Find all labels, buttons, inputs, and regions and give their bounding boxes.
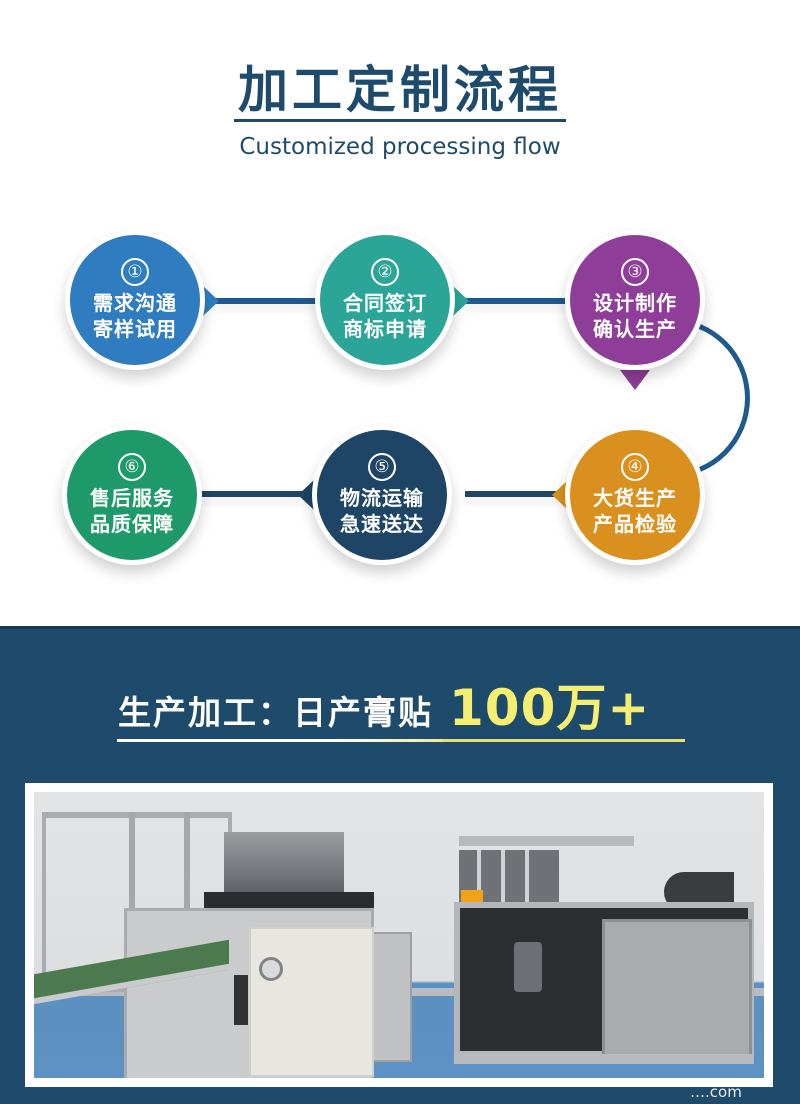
step-line-1: 售后服务 (90, 486, 174, 510)
step-line-2: 急速送达 (340, 512, 424, 536)
step-line-2: 产品检验 (593, 512, 677, 536)
flow-step-2: ② 合同签订 商标申请 (315, 230, 455, 370)
page-subtitle: Customized processing flow (239, 134, 561, 160)
flow-step-5: ⑤ 物流运输 急速送达 (312, 425, 452, 565)
step-1-pointer (203, 286, 219, 316)
flow-step-4: ④ 大货生产 产品检验 (565, 425, 705, 565)
connector-5-6 (200, 491, 310, 497)
machine-1-post (129, 812, 135, 1002)
step-5-pointer (298, 480, 314, 510)
step-number: ⑤ (368, 453, 396, 481)
machine-1-control-panel (234, 975, 248, 1025)
machine-2-yellow-part (461, 890, 483, 902)
step-number: ④ (621, 453, 649, 481)
step-line-2: 寄样试用 (93, 317, 177, 341)
watermark: ….com (690, 1083, 742, 1101)
flow-step-3: ③ 设计制作 确认生产 (565, 230, 705, 370)
step-number: ① (121, 258, 149, 286)
machine-1-cabinet (249, 927, 374, 1077)
production-highlight: 100万+ (449, 679, 651, 737)
machine-photo-frame (25, 783, 773, 1087)
step-4-pointer (552, 480, 568, 510)
machine-2-motor (514, 942, 542, 992)
step-number: ② (371, 258, 399, 286)
step-line-1: 合同签订 (343, 291, 427, 315)
production-label: 生产加工：日产膏贴 (118, 693, 433, 732)
gauge-icon (259, 957, 283, 981)
step-3-pointer (620, 370, 650, 390)
machine-2-door (602, 919, 752, 1059)
headline-underline-highlight (442, 739, 685, 742)
machine-1-side (372, 932, 412, 1062)
machine-1-tower (224, 832, 344, 892)
page-title: 加工定制流程 (238, 61, 562, 119)
headline-underline-gradient (327, 739, 442, 742)
step-line-2: 商标申请 (343, 317, 427, 341)
production-headline: 生产加工：日产膏贴 100万+ (118, 678, 650, 738)
process-flow-section: 加工定制流程 Customized processing flow ① 需求沟通… (62, 61, 750, 565)
step-line-2: 品质保障 (90, 512, 174, 536)
connector-4-5 (465, 491, 575, 497)
step-line-2: 确认生产 (593, 317, 677, 341)
step-line-1: 大货生产 (593, 486, 677, 510)
connector-1-2 (215, 298, 325, 304)
machine-1-post (184, 812, 190, 1002)
step-number: ⑥ (118, 453, 146, 481)
connector-2-3 (465, 298, 575, 304)
flow-step-6: ⑥ 售后服务 品质保障 (62, 425, 202, 565)
step-line-1: 需求沟通 (93, 291, 177, 315)
headline-underline (117, 739, 327, 742)
machine-photo (34, 792, 764, 1078)
machine-2-rail (459, 836, 634, 846)
machine-2-base (454, 1054, 754, 1064)
flow-step-1: ① 需求沟通 寄样试用 (65, 230, 205, 370)
step-line-1: 设计制作 (593, 291, 677, 315)
step-line-1: 物流运输 (340, 486, 424, 510)
step-number: ③ (621, 258, 649, 286)
title-underline (234, 119, 566, 122)
step-2-pointer (453, 286, 469, 316)
